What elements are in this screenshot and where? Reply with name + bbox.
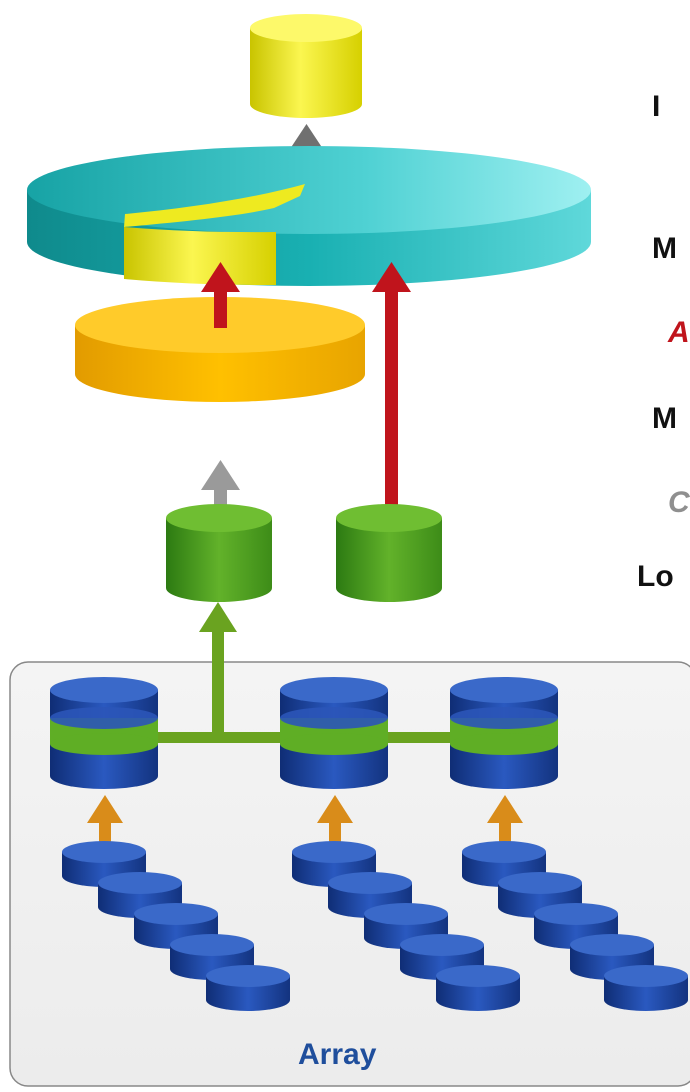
red-arrow-left bbox=[201, 262, 240, 328]
top-yellow-cylinder bbox=[250, 14, 362, 118]
array-label: Array bbox=[298, 1038, 377, 1071]
blue-disk bbox=[570, 934, 654, 980]
disk-stair-3 bbox=[462, 841, 688, 1011]
blue-disk bbox=[436, 965, 520, 1011]
label-a: A bbox=[668, 316, 690, 349]
disk-stair-1 bbox=[62, 841, 290, 1011]
label-m2: M bbox=[652, 402, 677, 435]
blue-disk bbox=[604, 965, 688, 1011]
blue-disk bbox=[364, 903, 448, 949]
blue-disk bbox=[206, 965, 290, 1011]
label-c: C bbox=[668, 486, 690, 519]
striped-cylinder-1 bbox=[50, 677, 158, 789]
disk-stair-2 bbox=[292, 841, 520, 1011]
blue-disk bbox=[534, 903, 618, 949]
striped-cylinder-3 bbox=[450, 677, 558, 789]
blue-disk bbox=[462, 841, 546, 887]
green-cylinder-left bbox=[166, 504, 272, 602]
label-top: I bbox=[652, 90, 661, 123]
striped-cylinder-2 bbox=[280, 677, 388, 789]
label-lo: Lo bbox=[637, 560, 674, 593]
blue-disk bbox=[498, 872, 582, 918]
green-cylinder-right bbox=[336, 504, 442, 602]
blue-disk bbox=[170, 934, 254, 980]
teal-disk bbox=[27, 146, 591, 286]
label-m1: M bbox=[652, 232, 677, 265]
red-arrow-right bbox=[372, 262, 411, 518]
